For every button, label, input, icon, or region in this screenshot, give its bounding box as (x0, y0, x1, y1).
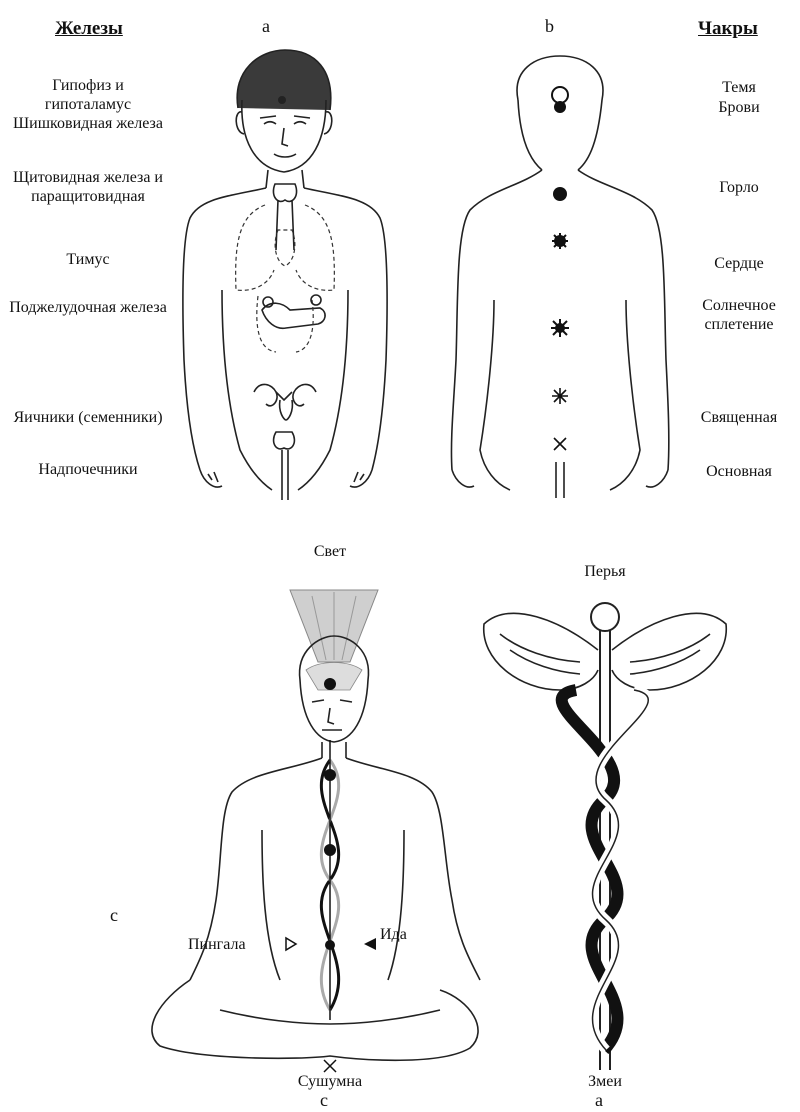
gland-label-adrenal: Надпочечники (8, 460, 168, 479)
chakra-label-throat: Горло (680, 178, 798, 197)
gland-label-thymus: Тимус (8, 250, 168, 269)
chakra-label-crown: Темя (680, 78, 798, 97)
chakra-label-brow: Брови (680, 98, 798, 117)
chakra-label-solar-plexus: Солнечное сплетение (680, 296, 798, 334)
sushumna-label: Сушумна (280, 1072, 380, 1091)
gland-label-pancreas: Поджелудочная железа (8, 298, 168, 317)
ida-label: Ида (380, 925, 440, 944)
meditation-figure (152, 590, 480, 1072)
pingala-label: Пингала (188, 935, 278, 954)
chakra-label-sacral: Священная (680, 408, 798, 427)
chakra-figure (451, 56, 668, 498)
panel-a-letter: a (262, 16, 270, 37)
chakra-label-root: Основная (680, 462, 798, 481)
panel-c-side-letter: c (110, 905, 118, 926)
glands-header: Железы (55, 18, 123, 40)
gland-label-pituitary: Гипофиз и гипоталамус (8, 76, 168, 114)
glands-figure (183, 50, 387, 500)
gland-label-pineal: Шишковидная железа (8, 114, 168, 133)
light-label: Свет (290, 542, 370, 561)
chakra-label-heart: Сердце (680, 254, 798, 273)
chakras-header: Чакры (698, 18, 758, 40)
gland-label-thyroid: Щитовидная железа и паращитовидная (8, 168, 168, 206)
caduceus-figure (484, 603, 727, 1070)
snakes-label: Змеи (565, 1072, 645, 1091)
feathers-label: Перья (560, 562, 650, 581)
gland-label-ovaries: Яичники (семенники) (8, 408, 168, 427)
panel-b-letter: b (545, 16, 554, 37)
panel-c-bottom-letter: c (320, 1090, 328, 1111)
panel-d-letter: a (595, 1090, 603, 1111)
